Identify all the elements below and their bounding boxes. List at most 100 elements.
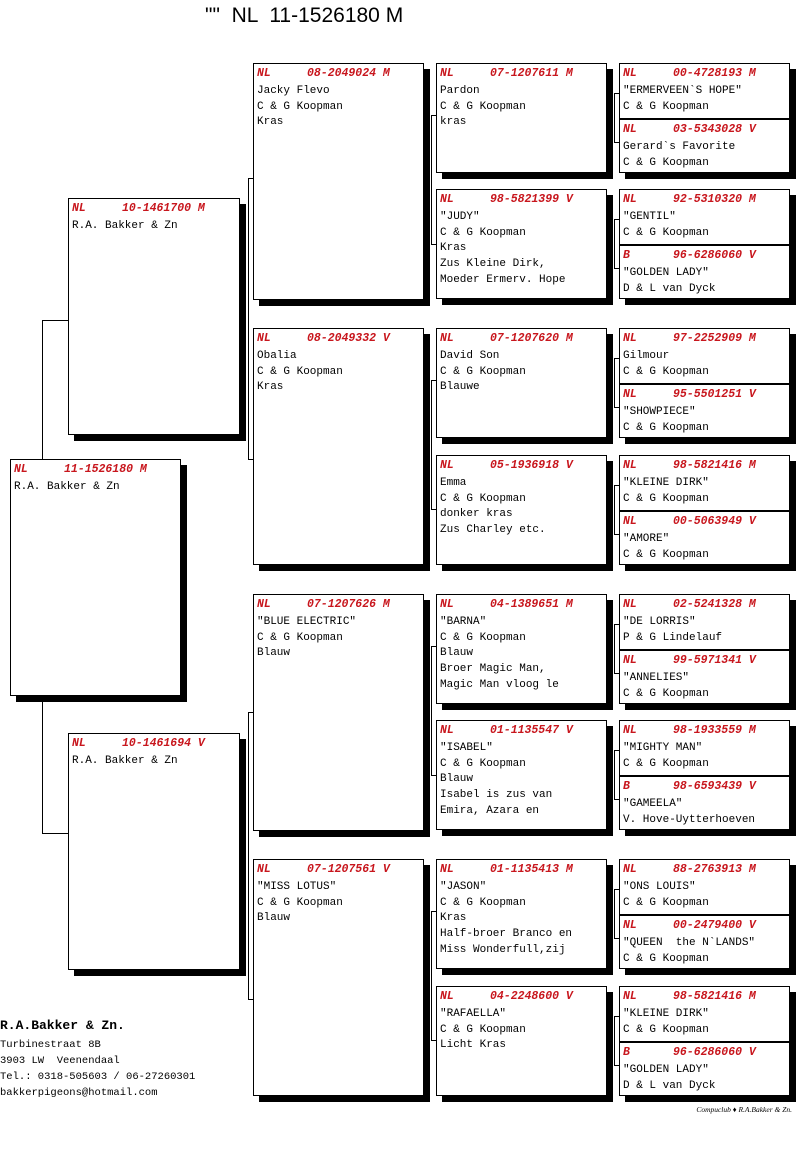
pigeon-info-line: "BLUE ELECTRIC"	[257, 616, 357, 628]
ring-id: 95-5501251 V	[673, 388, 756, 401]
ring-id: 98-5821399 V	[490, 193, 573, 206]
pigeon-info-line: "MIGHTY MAN"	[623, 742, 703, 754]
connector-line	[248, 712, 253, 713]
pigeon-info-line: R.A. Bakker & Zn	[72, 755, 178, 767]
pigeon-info-line: C & G Koopman	[440, 896, 526, 909]
ring-id: 05-1936918 V	[490, 459, 573, 472]
pigeon-info-line: Broer Magic Man,	[440, 663, 546, 676]
pigeon-info-line: Gilmour	[623, 350, 670, 362]
ring-country: NL	[623, 67, 637, 80]
connector-line	[614, 407, 619, 408]
connector-line	[431, 646, 432, 776]
pigeon-info-line: C & G Koopman	[623, 421, 709, 434]
connector-line	[431, 1040, 436, 1041]
ring-country: NL	[440, 67, 454, 80]
pigeon-info-line: R.A. Bakker & Zn	[14, 481, 120, 493]
pigeon-info-line: C & G Koopman	[257, 365, 343, 378]
connector-line	[431, 775, 436, 776]
ring-id: 11-1526180 M	[64, 463, 147, 476]
ring-id: 98-5821416 M	[673, 990, 756, 1003]
pigeon-info-line: Kras	[257, 116, 284, 129]
ring-id: 00-4728193 M	[673, 67, 756, 80]
owner-contact: R.A.Bakker & Zn. Turbinestraat 8B 3903 L…	[0, 1015, 195, 1101]
connector-line	[614, 750, 619, 751]
pedigree-title: "" NL 11-1526180 M	[205, 4, 404, 27]
ring-id: 99-5971341 V	[673, 654, 756, 667]
pigeon-info-line: "DE LORRIS"	[623, 616, 696, 628]
ring-id: 08-2049332 V	[307, 332, 390, 345]
pigeon-info-line: Kras	[257, 381, 284, 394]
connector-line	[614, 624, 615, 674]
ring-country: NL	[623, 919, 637, 932]
owner-email[interactable]: bakkerpigeons@hotmail.com	[0, 1087, 158, 1099]
ring-country: NL	[623, 515, 637, 528]
ring-country: NL	[440, 724, 454, 737]
pigeon-info-line: Isabel is zus van	[440, 789, 553, 802]
pigeon-info-line: Miss Wonderfull,zij	[440, 943, 566, 956]
pigeon-info-line: C & G Koopman	[257, 631, 343, 644]
ring-id: 10-1461694 V	[122, 737, 205, 750]
ring-country: NL	[257, 598, 271, 611]
pigeon-info-line: "ISABEL"	[440, 742, 493, 754]
connector-line	[614, 93, 615, 143]
ring-id: 04-2248600 V	[490, 990, 573, 1003]
pigeon-info-line: Zus Charley etc.	[440, 524, 546, 537]
ring-country: NL	[623, 193, 637, 206]
ring-country: NL	[440, 598, 454, 611]
connector-line	[42, 696, 43, 833]
ring-id: 98-1933559 M	[673, 724, 756, 737]
pigeon-info-line: "SHOWPIECE"	[623, 406, 696, 418]
connector-line	[614, 889, 619, 890]
connector-line	[431, 509, 436, 510]
pigeon-info-line: "ANNELIES"	[623, 672, 690, 684]
pigeon-info-line: Moeder Ermerv. Hope	[440, 273, 566, 286]
pigeon-info-line: "GOLDEN LADY"	[623, 267, 709, 279]
ring-id: 92-5310320 M	[673, 193, 756, 206]
connector-line	[431, 115, 436, 116]
pigeon-info-line: Pardon	[440, 85, 480, 97]
pigeon-info-line: C & G Koopman	[257, 896, 343, 909]
pigeon-info-line: "ERMERVEEN`S HOPE"	[623, 85, 742, 97]
pigeon-info-line: C & G Koopman	[623, 757, 709, 770]
pigeon-entry: NL 00-4728193 M "ERMERVEEN`S HOPE" C & G Ko…	[620, 64, 789, 118]
pigeon-info-line: C & G Koopman	[440, 757, 526, 770]
pigeon-info-line: donker kras	[440, 508, 513, 521]
pigeon-info-line: kras	[440, 116, 467, 129]
pigeon-info-line: C & G Koopman	[623, 100, 709, 113]
pigeon-info-line: C & G Koopman	[440, 226, 526, 239]
pigeon-info-line: "ONS LOUIS"	[623, 881, 696, 893]
software-credit: Compuclub ♦ R.A.Bakker & Zn.	[696, 1105, 792, 1114]
ring-country: NL	[623, 332, 637, 345]
